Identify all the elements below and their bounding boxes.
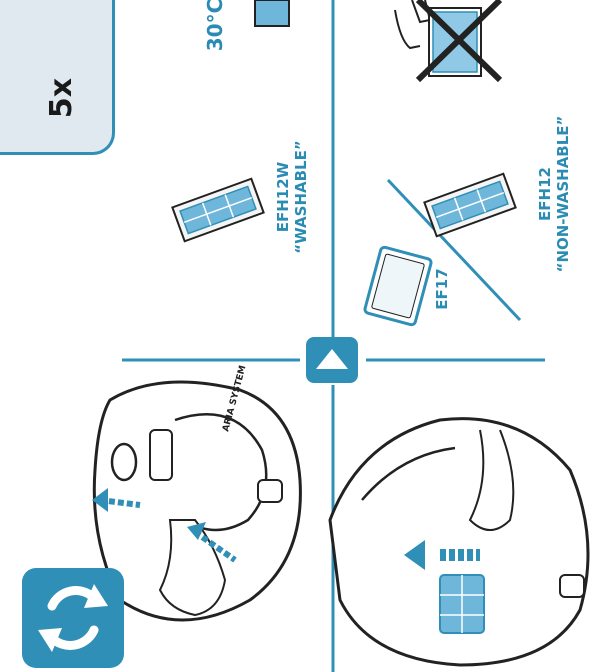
non-washable-model: EFH12 [536, 109, 554, 279]
washable-label: “WASHABLE” [292, 122, 310, 272]
next-step-button[interactable] [306, 337, 358, 383]
wash-temperature: 30°C [202, 0, 228, 52]
vacuum-cleaner-right-illustration [330, 419, 588, 665]
washable-filter-caption: EFH12W “WASHABLE” [274, 122, 312, 272]
filter-count-badge: 5x [0, 0, 115, 155]
badge-count: 5x [42, 58, 82, 138]
filter-efh12-image [424, 174, 515, 237]
washing-filter-crossed-illustration [395, 0, 500, 80]
non-washable-label: “NON-WASHABLE” [554, 109, 572, 279]
washable-model: EFH12W [274, 122, 292, 272]
rotate-page-button[interactable] [22, 568, 124, 668]
filter-efh12w-image [172, 179, 263, 242]
rotate-arrows-icon [22, 568, 124, 668]
non-washable-filter-caption: EFH12 “NON-WASHABLE” [536, 109, 574, 279]
ef17-label: EF17 [431, 259, 453, 319]
up-triangle-icon [306, 337, 358, 383]
filter-ef17-image [364, 246, 432, 325]
